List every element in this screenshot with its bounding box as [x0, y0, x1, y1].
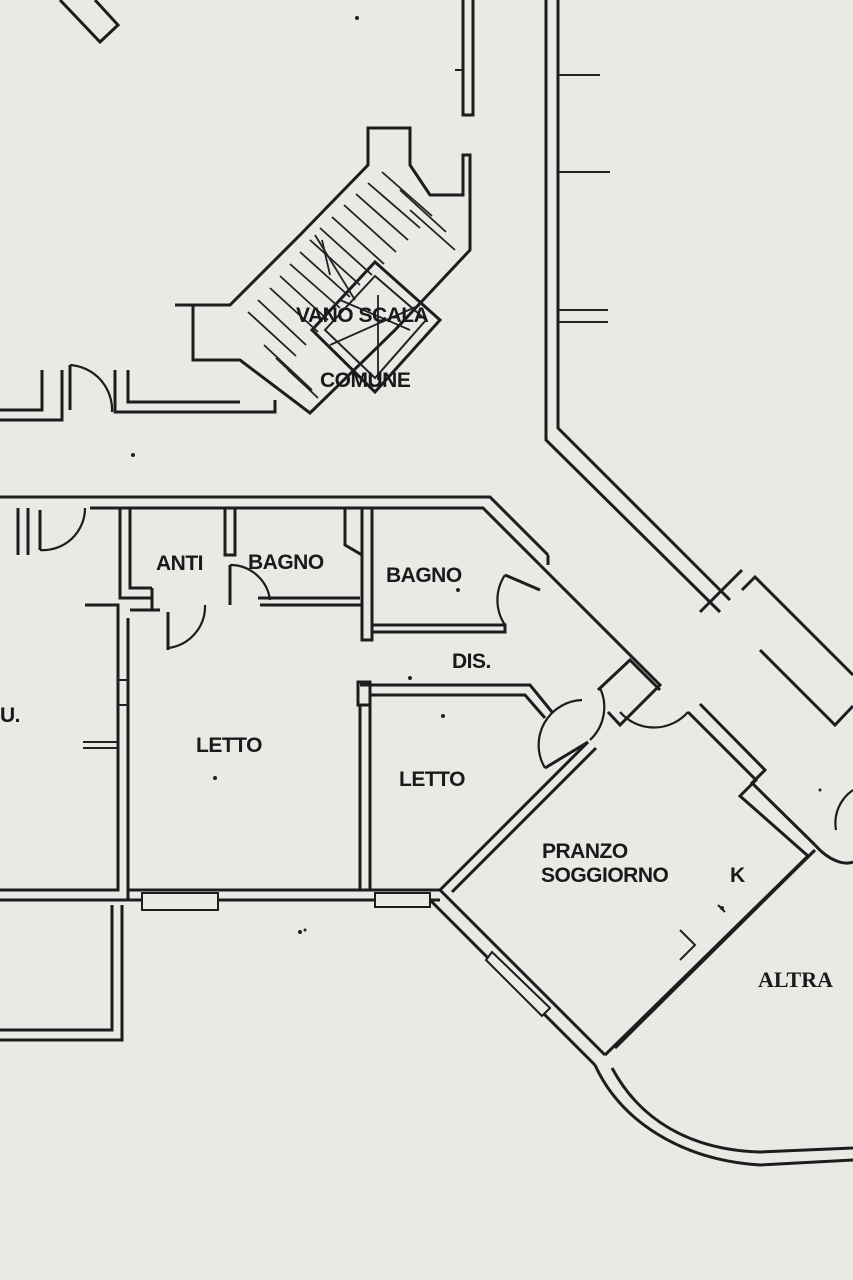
label-letto-right: LETTO [399, 768, 465, 791]
stair-core [175, 126, 472, 415]
label-anti: ANTI [156, 552, 203, 575]
plan-marks [131, 16, 822, 934]
label-kitchen: K [730, 864, 745, 887]
right-corridor-walls [544, 0, 853, 728]
room-labels: VANO SCALA COMUNE ANTI BAGNO BAGNO DIS. … [0, 304, 833, 992]
label-comune: COMUNE [320, 369, 411, 392]
upper-left-wall [0, 363, 277, 422]
apartment-walls [0, 495, 853, 1167]
label-dis: DIS. [452, 650, 491, 673]
label-letto-left: LETTO [196, 734, 262, 757]
label-vano-scala: VANO SCALA [296, 304, 429, 327]
label-unit-left: U. [0, 704, 20, 727]
label-altra: ALTRA [758, 967, 833, 992]
label-bagno: BAGNO [386, 564, 462, 587]
label-soggiorno: SOGGIORNO [541, 864, 669, 887]
label-bagno-small: BAGNO [248, 551, 324, 574]
top-center-wall [455, 0, 475, 117]
label-pranzo: PRANZO [542, 840, 628, 863]
top-left-wall-fragment [58, 0, 121, 45]
